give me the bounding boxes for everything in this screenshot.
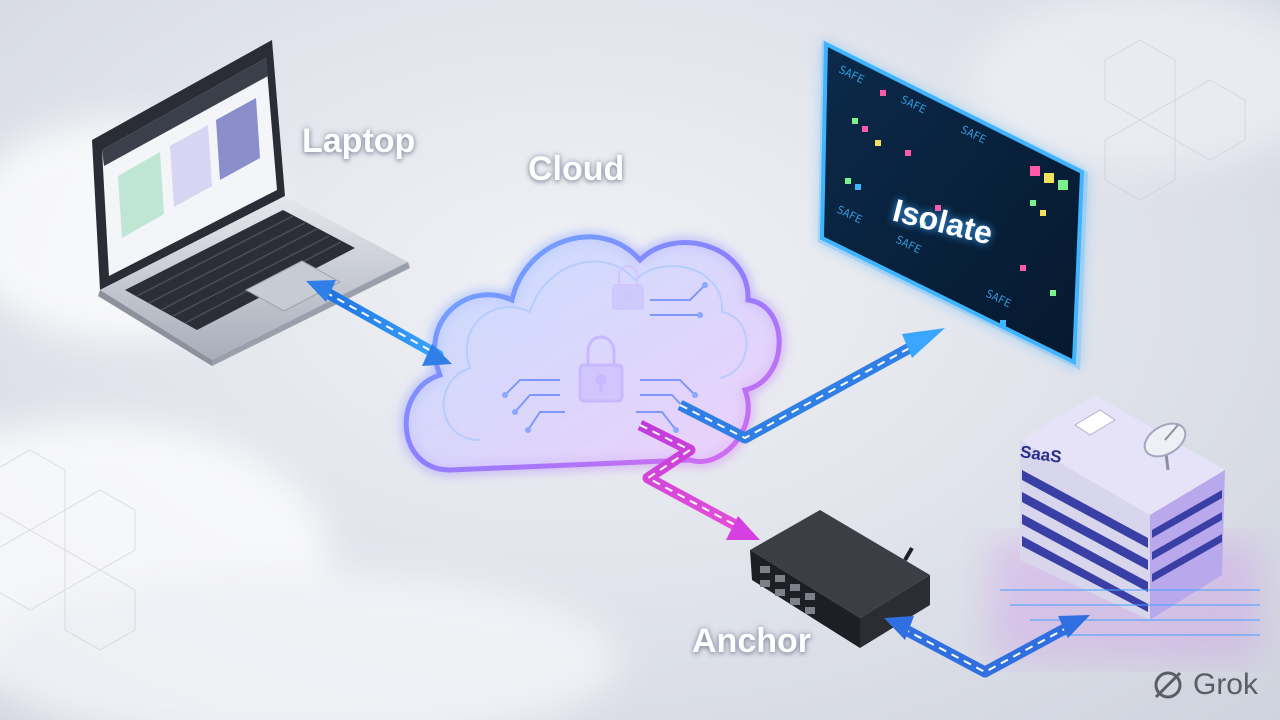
router-icon (750, 510, 930, 648)
small-padlock-icon (612, 265, 644, 310)
pixel-noise (845, 90, 1056, 326)
laptop-label: Laptop (302, 122, 416, 160)
link-cloud-isolate (677, 328, 945, 444)
arrowhead-cloud (422, 344, 452, 366)
cloud-label: Cloud (528, 150, 625, 188)
isolate-screen-icon: SAFE SAFE SAFE SAFE SAFE SAFE (818, 40, 1088, 370)
arrowhead-anchor (726, 516, 760, 540)
padlock-icon (578, 335, 624, 403)
window-controls (1030, 166, 1068, 190)
watermark-text: Grok (1192, 668, 1258, 701)
link-cloud-anchor (637, 420, 760, 540)
laptop-icon (92, 40, 410, 366)
watermark: Grok (1151, 668, 1258, 702)
satellite-dish-icon (1143, 422, 1187, 471)
link-laptop-cloud (306, 280, 452, 366)
hex-grid-decoration (0, 39, 1246, 651)
building-icon (990, 395, 1260, 660)
arrowhead-saas (1058, 615, 1090, 638)
anchor-label: Anchor (692, 622, 811, 660)
arrowhead-laptop (306, 280, 336, 302)
arrowhead-anchor-side (884, 616, 914, 640)
arrowhead-isolate (902, 328, 945, 358)
cloud-lock-icon (403, 234, 782, 473)
grok-logo-icon (1154, 671, 1182, 699)
link-anchor-saas (884, 615, 1090, 678)
